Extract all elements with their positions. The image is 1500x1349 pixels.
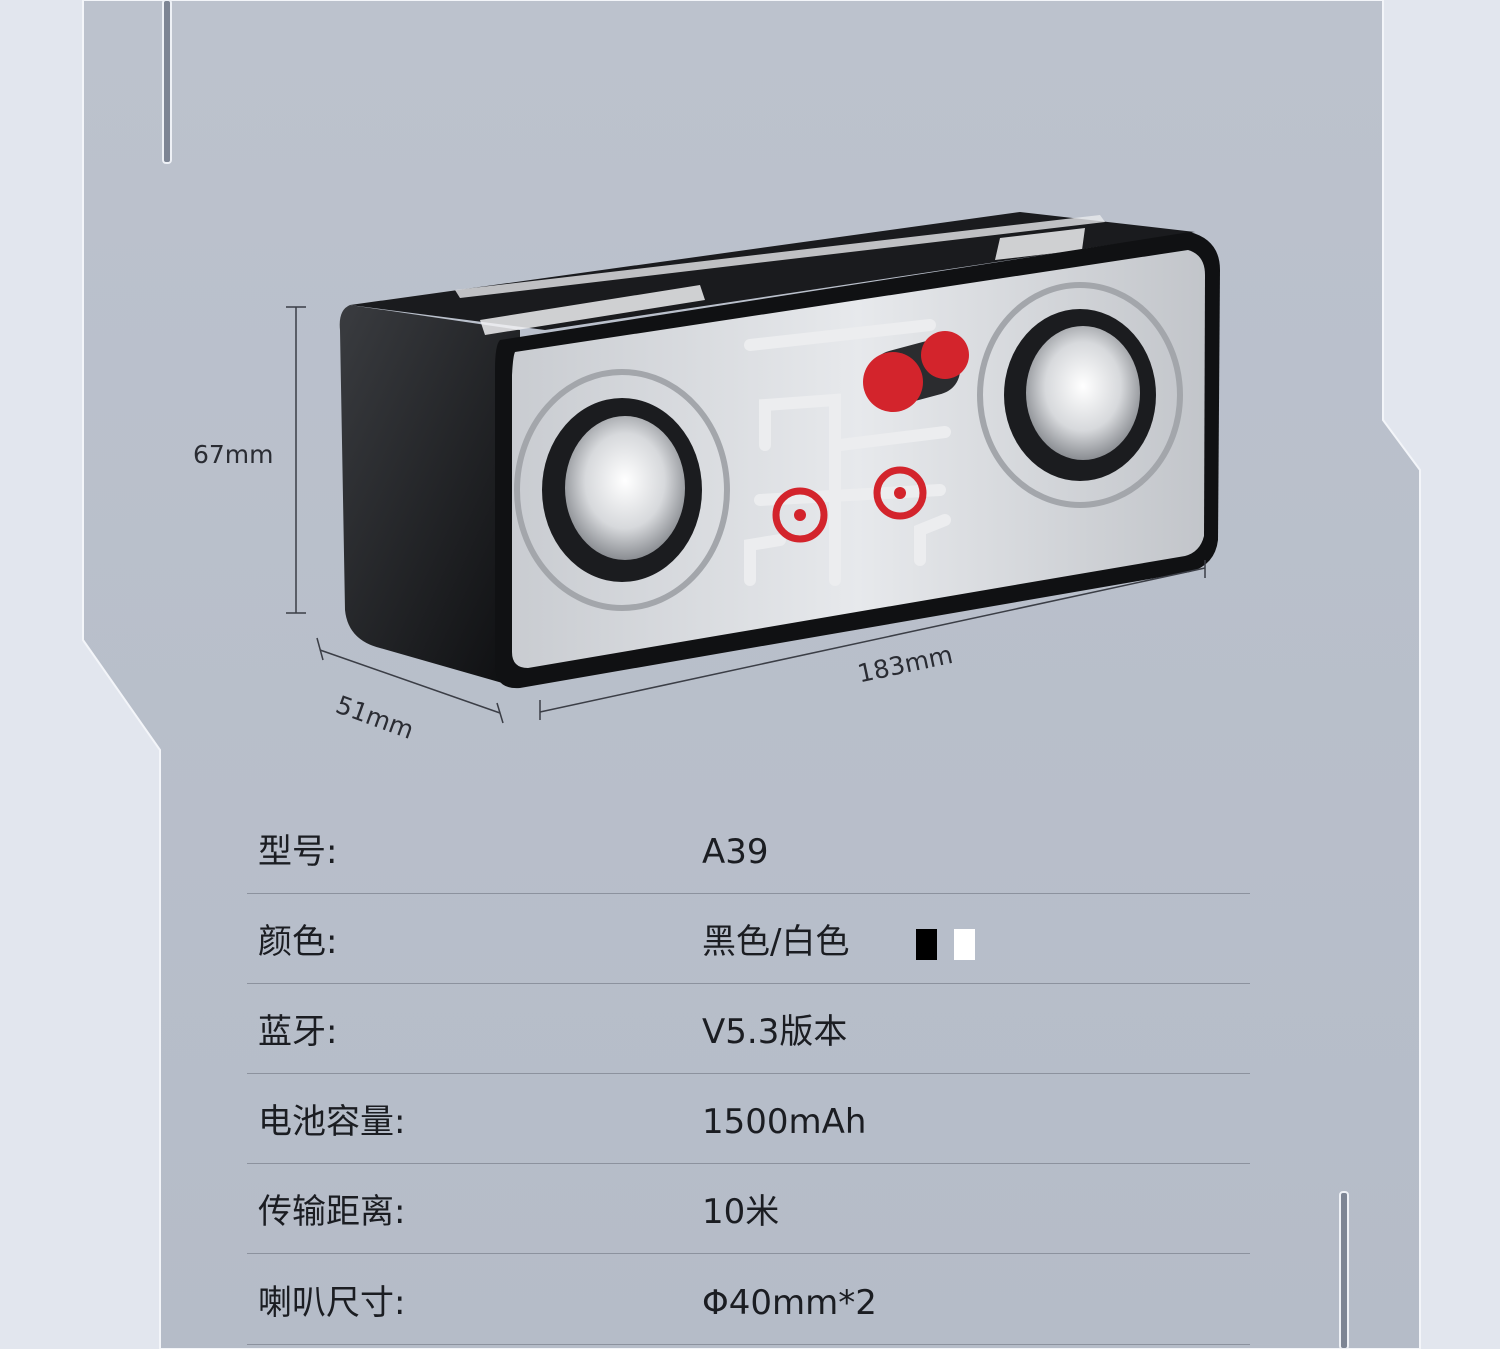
spec-value: Φ40mm*2 bbox=[702, 1283, 877, 1323]
spec-label: 蓝牙: bbox=[258, 1012, 338, 1052]
bottom-right-accent-bar bbox=[1339, 1191, 1349, 1349]
dimension-lines bbox=[286, 306, 1206, 724]
spec-label: 喇叭尺寸: bbox=[258, 1283, 406, 1323]
decorative-pipes bbox=[744, 319, 951, 586]
spec-label: 电池容量: bbox=[258, 1102, 406, 1142]
spec-row-battery: 电池容量: 1500mAh bbox=[247, 1074, 1250, 1164]
right-driver bbox=[977, 282, 1183, 508]
white-color-swatch bbox=[954, 929, 975, 960]
spec-value: 10米 bbox=[702, 1192, 780, 1232]
black-color-swatch bbox=[916, 929, 937, 960]
spec-label: 型号: bbox=[258, 832, 338, 872]
red-valves bbox=[772, 331, 969, 543]
left-driver bbox=[514, 369, 730, 611]
spec-value: V5.3版本 bbox=[702, 1012, 848, 1052]
spec-row-bluetooth: 蓝牙: V5.3版本 bbox=[247, 984, 1250, 1074]
spec-row-model: 型号: A39 bbox=[247, 804, 1250, 894]
height-label: 67mm bbox=[193, 440, 274, 469]
speaker-illustration bbox=[286, 212, 1220, 724]
spec-label: 颜色: bbox=[258, 922, 338, 962]
spec-value: A39 bbox=[702, 832, 769, 872]
spec-row-range: 传输距离: 10米 bbox=[247, 1164, 1250, 1254]
spec-value: 1500mAh bbox=[702, 1102, 867, 1142]
spec-label: 传输距离: bbox=[258, 1192, 406, 1232]
spec-value: 黑色/白色 bbox=[702, 922, 850, 962]
speaker-side bbox=[339, 305, 520, 688]
speaker-top bbox=[350, 212, 1195, 330]
top-left-accent-bar bbox=[162, 0, 172, 164]
spec-row-driver-size: 喇叭尺寸: Φ40mm*2 bbox=[247, 1255, 1250, 1345]
spec-row-color: 颜色: 黑色/白色 bbox=[247, 894, 1250, 984]
